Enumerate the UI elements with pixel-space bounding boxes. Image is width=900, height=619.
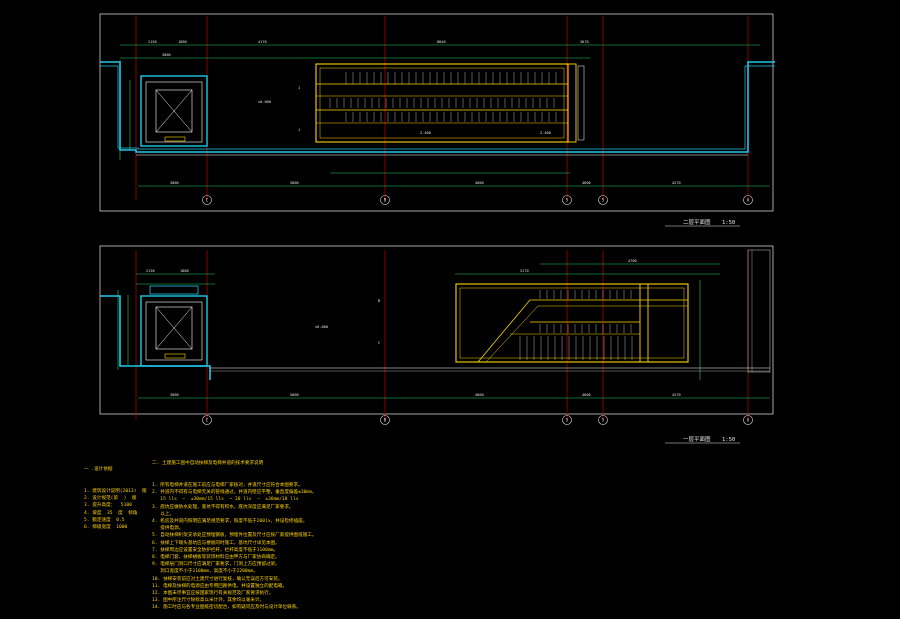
note-line: 3. 提升高度： 5100 [84,503,132,509]
lower-floor-plan: 2150 1880 3170 4700 3000 5000 4000 4600 … [99,245,774,444]
dim-text: 5000 [290,393,299,397]
tag-text: C [378,341,380,345]
axis-label: C [206,198,209,203]
axis-label: A [747,198,750,203]
dim-text: 4000 [475,181,484,185]
dim-text: 1880 [178,40,187,44]
upper-escalator [315,63,585,143]
note-line: 6. 扶梯上下端头基坑应与楼板同时施工，基坑尺寸详见本图。 [152,540,280,546]
dim-text: 5000 [290,181,299,185]
axis-label: A [747,418,750,423]
upper-floor-plan: 2150 1880 4170 8840 3000 3670 3000 5000 … [99,13,775,227]
upper-axis-labels: C B 5 5 A [206,198,750,203]
note-line: 8. 电梯门套、扶梯裙板等装饰材料应由甲方与厂家协商确定。 [152,555,280,561]
dim-text: 4170 [258,40,267,44]
lower-escalator-steps [519,290,633,360]
note-line: 洞口宽度不小于1100mm，高度不小于2200mm。 [152,569,258,575]
axis-label: 5 [602,198,605,203]
note-line: 5. 自动扶梯桁架支承处应预埋钢板，预埋件位置及尺寸应按厂家提供图纸施工。 [152,533,317,539]
tag-text: 2.400 [420,131,431,135]
lower-escalator [455,283,689,363]
lower-plan-title: 一层平面图 [683,435,711,443]
note-line: 2. 井道内不得有与电梯无关的管线通过，井道内壁应平整，垂直度偏差≤30mm。 [152,490,317,496]
upper-dim-labels: 2150 1880 4170 8840 3000 3670 3000 5000 … [148,40,681,185]
note-line: 13. 图中所注尺寸除标高以米计外，其余均以毫米计。 [152,598,265,604]
note-line: 15 lls — ±30mm/15 lls ~ 20 lls — ±30mm/1… [152,497,299,503]
dim-text: 4600 [582,181,591,185]
lower-dimension-lines [117,263,770,399]
note-line: 4. 坡度 35 度 倾角 [84,510,138,516]
lower-outer-wall [100,295,211,380]
dim-text: 2150 [146,269,155,273]
note-line: 2. 设计规范(第 ) 版 [84,496,137,502]
axis-label: B [384,198,387,203]
notes-right-list: 1. 所有电梯井道在施工前应与电梯厂家核对，井道尺寸应符合本图要求。2. 井道内… [152,482,317,612]
note-line: 3. 底坑应做防水处理，底坑不得有积水，底坑深度应满足厂家要求。 [152,504,294,510]
dim-text: 2150 [148,40,157,44]
lower-plan-scale: 1:50 [722,437,735,443]
lower-axis-labels: C B 5 5 A [206,418,750,423]
lower-elevator-shaft [140,285,208,367]
tag-text: ±0.000 [315,325,328,329]
upper-plan-scale: 1:50 [722,220,735,226]
lower-dim-labels: 2150 1880 3170 4700 3000 5000 4000 4600 … [146,259,681,397]
note-line: 11. 电梯及扶梯的电源应由专用回路供电，并设置独立的配电箱。 [152,583,288,589]
notes-right-title: 二. 土建施工图中自动扶梯及电梯井道的技术要求说明 [152,461,264,467]
dim-text: 4600 [582,393,591,397]
tag-text: ±0.000 [258,100,271,104]
lower-axis-bubbles [202,415,753,425]
note-line: 以上。 [152,511,175,517]
axis-label: 5 [602,418,605,423]
note-line: 7. 扶梯周边应设置安全防护栏杆，栏杆高度不低于1100mm。 [152,547,278,553]
tag-text: 1 [298,128,300,132]
tag-text: B [378,299,380,303]
lower-tags: B C ±0.000 [315,299,380,345]
dim-text: 3000 [170,181,179,185]
dim-text: 4700 [628,259,637,263]
dim-text: 4270 [672,393,681,397]
upper-axis-bubbles [202,195,753,205]
upper-escalator-steps [329,72,557,122]
note-line: 1. 所有电梯井道在施工前应与电梯厂家核对，井道尺寸应符合本图要求。 [152,483,303,489]
dim-text: 3170 [520,269,529,273]
note-line: 14. 施工时应与各专业图纸密切配合，如有疑问应及时与设计单位联系。 [152,605,301,611]
dim-text: 8840 [437,40,446,44]
dim-text: 3000 [162,53,171,57]
note-line: 4. 机房及井道内照明应满足规范要求，照度不低于200lx，并设检修插座。 [152,519,308,525]
axis-label: C [206,418,209,423]
upper-dimension-lines [119,44,770,187]
note-line: 提供电源。 [152,526,184,532]
axis-label: B [384,418,387,423]
dim-text: 4270 [672,181,681,185]
notes-right: 二. 土建施工图中自动扶梯及电梯井道的技术要求说明 1. 所有电梯井道在施工前应… [152,446,317,619]
upper-outer-wall [100,61,775,153]
note-line: 9. 电梯层门洞口尺寸应满足厂家要求，门洞上方应预留过梁。 [152,562,280,568]
axis-label: 5 [566,418,569,423]
tag-text: 2.400 [540,131,551,135]
upper-frame-border [99,13,774,212]
note-line: 10. 扶梯安装前应对土建尺寸进行复核，确认无误后方可安装。 [152,576,283,582]
tag-text: 1 [298,86,300,90]
note-line: 12. 本图未尽事宜应按国家现行有关规范及厂家要求执行。 [152,591,274,597]
dim-text: 3000 [170,393,179,397]
lower-frame-border [99,245,774,415]
axis-label: 5 [566,198,569,203]
dim-text: 3670 [580,40,589,44]
note-line: 5. 额定速度 0.5 [84,517,125,523]
upper-elevator-shaft [140,75,208,147]
notes-left-title: 一 .设计依据 [84,467,113,473]
upper-plan-title: 二层平面图 [683,218,711,226]
dim-text: 1880 [180,269,189,273]
upper-tags: 1 1 2.400 2.400 ±0.000 [258,86,551,135]
note-line: 1. 建筑设计说明(2013) 版 [84,489,147,495]
note-line: 6. 梯级宽度 1000 [84,525,128,531]
dim-text: 4000 [475,393,484,397]
cad-drawing-canvas: 2150 1880 4170 8840 3000 3670 3000 5000 … [99,13,775,444]
